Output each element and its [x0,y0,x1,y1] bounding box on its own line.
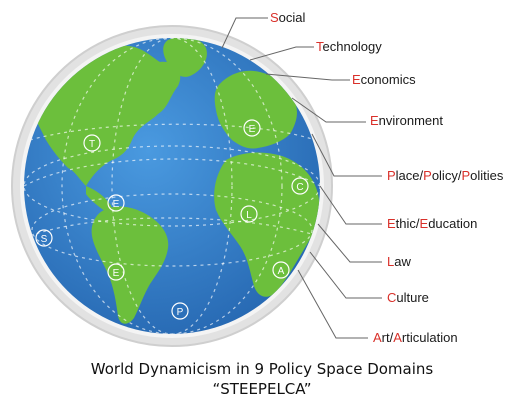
domain-initial: P [387,168,396,183]
domain-label-art-articulation: Art/Articulation [373,330,458,346]
marker-ethic-education: E [113,268,120,279]
marker-economics: E [249,124,256,135]
domain-text: olicy/ [431,168,462,183]
domain-initial: E [419,216,429,231]
domain-label-technology: Technology [316,39,382,55]
domain-initial: T [316,39,323,54]
domain-label-social: Social [270,10,305,26]
caption-title: World Dynamicism in 9 Policy Space Domai… [90,360,434,378]
domain-text: ducation [428,216,478,231]
domain-initial: S [270,10,279,25]
marker-art-articulation: A [278,266,285,277]
domain-initial: E [370,113,379,128]
domain-initial: P [423,168,432,183]
continent-south-america [91,206,169,324]
domain-text: rticulation [401,330,458,345]
domain-text: lace/ [395,168,424,183]
domain-initial: P [461,168,471,183]
domain-initial: L [387,254,395,269]
domain-label-culture: Culture [387,290,429,306]
marker-place-policy-polities: P [177,307,184,318]
domain-text: olities [470,168,504,183]
domain-text: nvironment [378,113,443,128]
domain-label-law: Law [387,254,411,270]
domain-text: rt/ [381,330,394,345]
domain-initial: A [373,330,382,345]
domain-text: ocial [278,10,306,25]
domain-label-economics: Economics [352,72,416,88]
globe-gridlines [24,38,320,334]
domain-initial: C [387,290,397,305]
leader-lines [221,17,382,339]
domain-label-ethic-education: Ethic/Education [387,216,477,232]
domain-text: aw [394,254,411,269]
marker-law: L [246,210,252,221]
domain-text: echnology [322,39,382,54]
continent-europe [214,70,297,149]
domain-text: conomics [360,72,416,87]
domain-initial: E [352,72,361,87]
marker-environment: E [113,199,120,210]
marker-social: S [41,234,48,245]
marker-culture: C [296,182,303,193]
domain-label-environment: Environment [370,113,443,129]
domain-initial: E [387,216,396,231]
domain-text: thic/ [395,216,420,231]
continent-greenland [163,38,207,77]
domain-label-place-policy-polities: Place/Policy/Polities [387,168,503,184]
marker-technology: T [89,139,95,150]
caption-subtitle: “STEEPELCA” [212,380,312,398]
domain-text: ulture [396,290,429,305]
domain-initial: A [393,330,402,345]
